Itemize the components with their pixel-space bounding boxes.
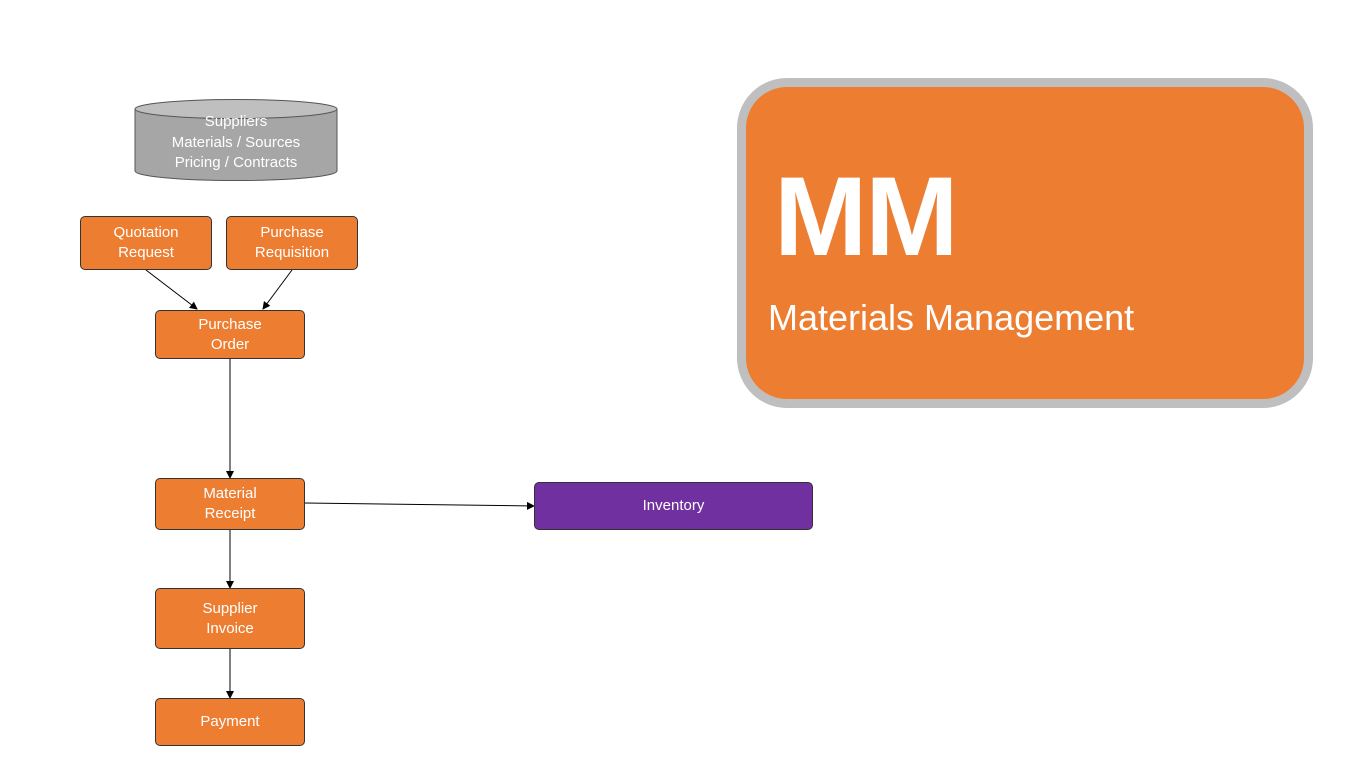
node-purchase-order[interactable]: Purchase Order: [155, 310, 305, 359]
node-label: Inventory: [642, 497, 705, 514]
database-line-materials: Materials / Sources: [171, 133, 301, 151]
database-cylinder-shape: [134, 99, 338, 181]
node-label: Receipt: [204, 505, 256, 522]
database-line-suppliers: Suppliers: [204, 113, 268, 130]
node-material-receipt[interactable]: Material Receipt: [155, 478, 305, 530]
node-label: Material: [203, 485, 257, 502]
supplier-database: Suppliers Materials / Sources Pricing / …: [134, 98, 338, 182]
node-label: Order: [210, 335, 250, 353]
database-line-pricing: Pricing / Contracts: [174, 154, 298, 171]
node-quotation-request[interactable]: Quotation Request: [80, 216, 212, 270]
node-inventory[interactable]: Inventory: [534, 482, 813, 530]
mm-title-panel: MM Materials Management: [737, 78, 1313, 408]
node-label: Payment: [200, 713, 260, 730]
node-label: Supplier: [202, 599, 258, 617]
edge-receipt-to-inventory: [304, 501, 535, 510]
node-label: Purchase: [198, 315, 262, 333]
node-purchase-requisition[interactable]: Purchase Requisition: [226, 216, 358, 270]
panel-title: MM: [774, 154, 959, 279]
node-payment[interactable]: Payment: [155, 698, 305, 746]
node-label: Quotation: [113, 224, 179, 241]
node-label: Request: [118, 244, 174, 261]
edge-requisition-to-purchase-order: [262, 269, 293, 310]
node-label: Invoice: [206, 619, 254, 637]
panel-subtitle: Materials Management: [768, 297, 1135, 338]
node-label: Purchase: [260, 224, 324, 241]
node-supplier-invoice[interactable]: Supplier Invoice: [155, 588, 305, 649]
database-label: Suppliers Materials / Sources Pricing / …: [134, 112, 338, 174]
node-label: Requisition: [254, 244, 330, 261]
edge-quotation-to-purchase-order: [145, 269, 198, 310]
